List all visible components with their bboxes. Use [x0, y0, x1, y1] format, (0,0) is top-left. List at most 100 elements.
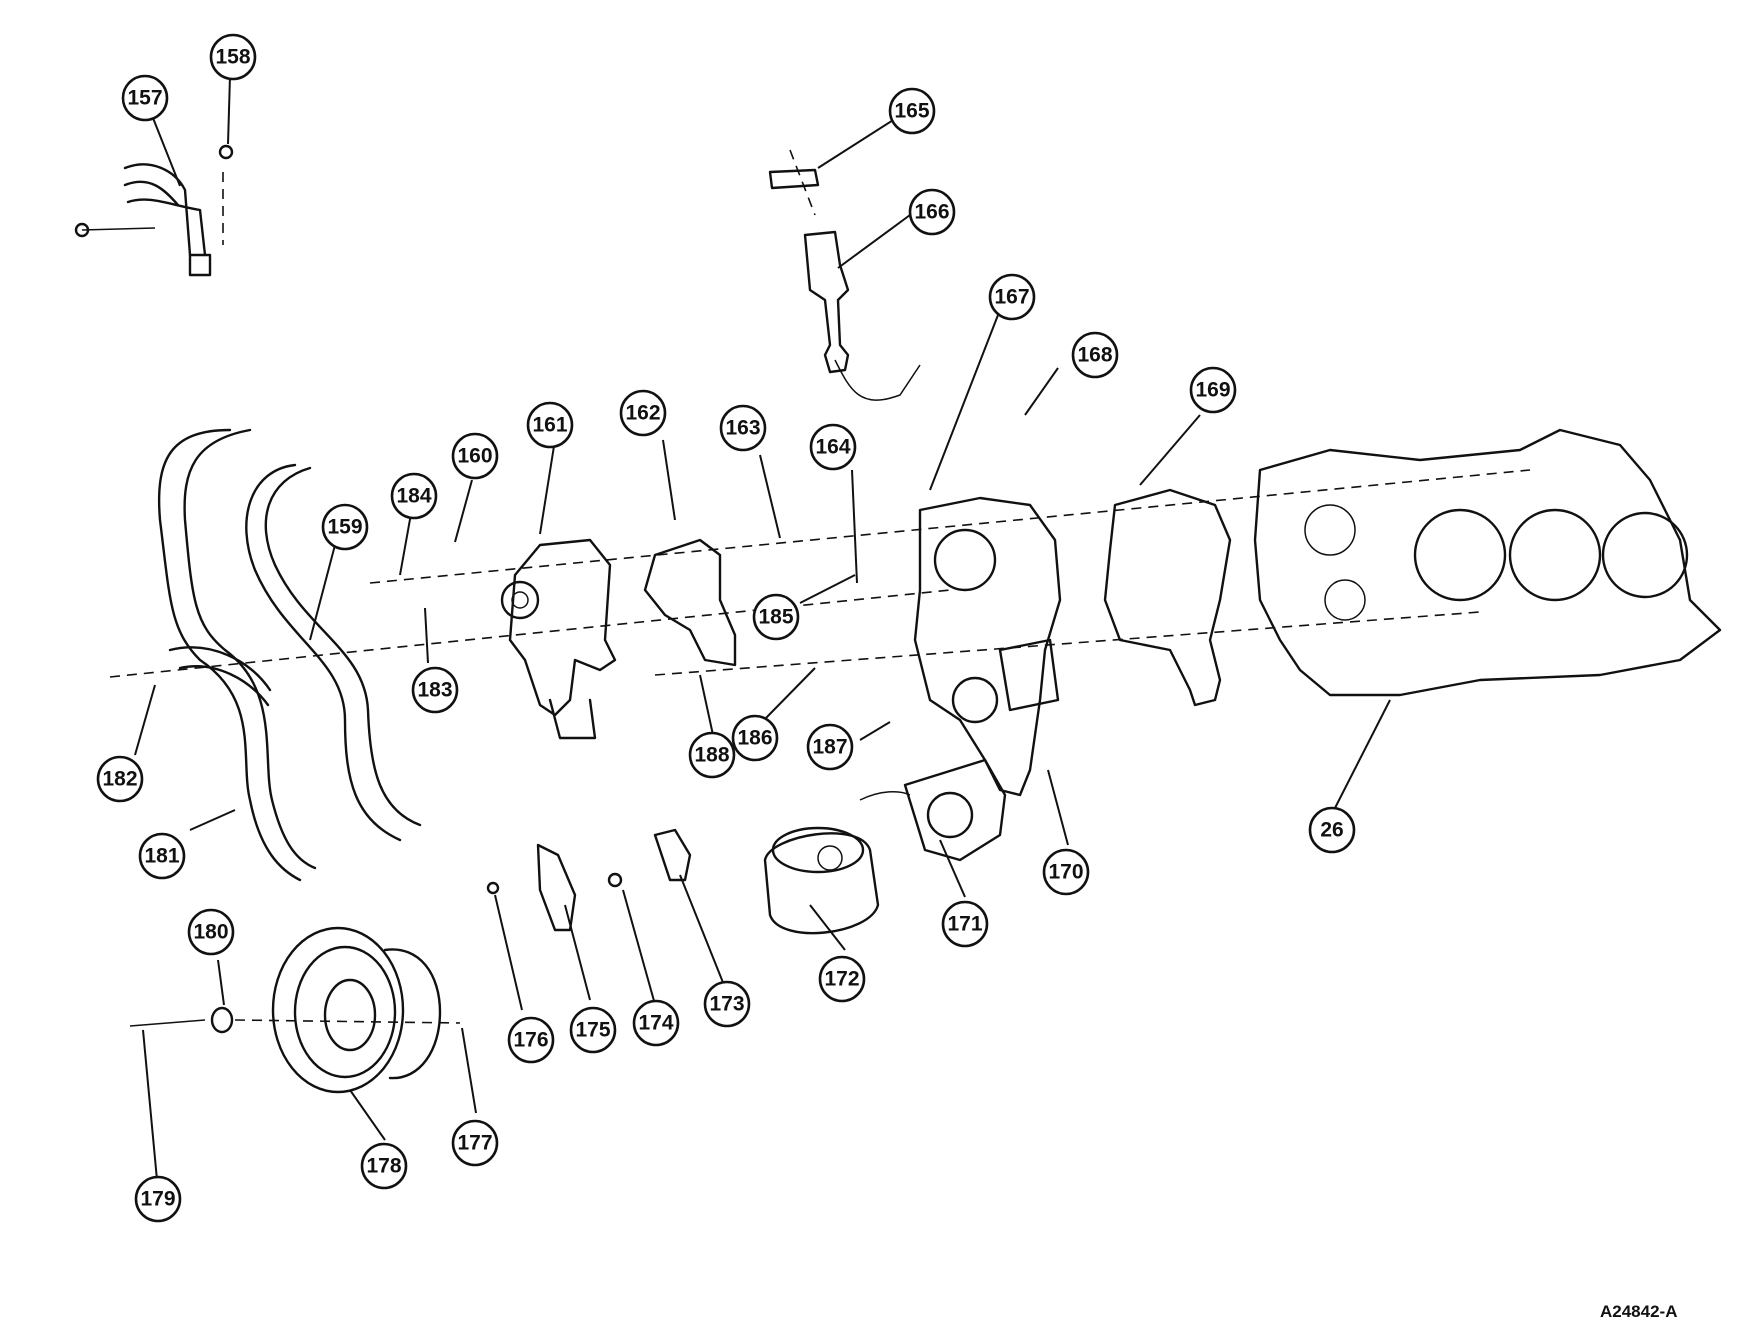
callout-label: 165 — [894, 100, 929, 123]
callout-circle — [134, 1175, 182, 1223]
callout-circle — [988, 273, 1036, 321]
callout-label: 169 — [1195, 379, 1230, 402]
callout-circle — [731, 714, 779, 762]
callout-label: 167 — [994, 286, 1029, 309]
front-cover-gasket-part — [1103, 488, 1232, 707]
callout-179: 179 — [134, 1175, 182, 1223]
callout-circle — [703, 980, 751, 1028]
callout-circle — [818, 955, 866, 1003]
callout-162: 162 — [619, 389, 667, 437]
callout-160: 160 — [451, 432, 499, 480]
callout-26: 26 — [1308, 806, 1356, 854]
callout-label: 185 — [758, 606, 793, 629]
callout-label: 173 — [709, 993, 744, 1016]
assembly-axes — [109, 149, 1531, 1024]
callout-181: 181 — [138, 832, 186, 880]
callout-label: 177 — [457, 1132, 492, 1155]
callout-circle — [1042, 848, 1090, 896]
callout-label: 187 — [812, 736, 847, 759]
callout-label: 182 — [102, 768, 137, 791]
callout-165: 165 — [888, 87, 936, 135]
callout-label: 186 — [737, 727, 772, 750]
oil-filter-part — [763, 826, 880, 935]
crankshaft-pulley-part — [129, 926, 442, 1094]
callout-177: 177 — [451, 1119, 499, 1167]
callout-161: 161 — [526, 401, 574, 449]
callout-circle — [1308, 806, 1356, 854]
callout-circle — [187, 908, 235, 956]
callout-leaders — [134, 75, 1391, 1181]
callout-circle — [806, 723, 854, 771]
callout-label: 181 — [144, 845, 179, 868]
sensor-bracket-parts — [486, 828, 692, 932]
callout-circle — [138, 832, 186, 880]
callout-circle — [908, 188, 956, 236]
callout-label: 178 — [366, 1155, 401, 1178]
callout-188: 188 — [688, 731, 736, 779]
callout-circle — [321, 503, 369, 551]
callout-label: 175 — [575, 1019, 610, 1042]
callout-168: 168 — [1071, 331, 1119, 379]
oil-cooler-part — [859, 758, 1007, 862]
callout-group: 157 158 159 160 161 162 163 164 165 166 167 168 169 2… — [96, 33, 1356, 1223]
camshaft-sensor-part — [768, 168, 921, 401]
callout-circle — [390, 472, 438, 520]
callout-185: 185 — [752, 593, 800, 641]
callout-label: 160 — [457, 445, 492, 468]
callout-183: 183 — [411, 666, 459, 714]
callout-172: 172 — [818, 955, 866, 1003]
callout-circle — [688, 731, 736, 779]
callout-circle — [121, 74, 169, 122]
callout-circle — [809, 423, 857, 471]
callout-159: 159 — [321, 503, 369, 551]
callout-circle — [752, 593, 800, 641]
callout-circle — [411, 666, 459, 714]
callout-178: 178 — [360, 1142, 408, 1190]
callout-circle — [632, 999, 680, 1047]
callout-label: 183 — [417, 679, 452, 702]
callout-circle — [888, 87, 936, 135]
callout-166: 166 — [908, 188, 956, 236]
callout-label: 161 — [532, 414, 567, 437]
callout-circle — [451, 432, 499, 480]
callout-circle — [96, 755, 144, 803]
callout-label: 172 — [824, 968, 859, 991]
cylinder-block-part — [1253, 428, 1722, 697]
callout-label: 163 — [725, 417, 760, 440]
callout-158: 158 — [209, 33, 257, 81]
callout-label: 179 — [140, 1188, 175, 1211]
callout-174: 174 — [632, 999, 680, 1047]
callout-164: 164 — [809, 423, 857, 471]
callout-184: 184 — [390, 472, 438, 520]
callout-label: 176 — [513, 1029, 548, 1052]
callout-circle — [526, 401, 574, 449]
callout-circle — [569, 1006, 617, 1054]
callout-label: 174 — [638, 1012, 673, 1035]
callout-label: 168 — [1077, 344, 1112, 367]
callout-circle — [1189, 366, 1237, 414]
callout-label: 157 — [127, 87, 162, 110]
callout-label: 184 — [396, 485, 431, 508]
callout-label: 158 — [215, 46, 250, 69]
callout-circle — [451, 1119, 499, 1167]
callout-circle — [719, 404, 767, 452]
callout-label: 164 — [815, 436, 850, 459]
callout-circle — [209, 33, 257, 81]
callout-173: 173 — [703, 980, 751, 1028]
callout-circle — [360, 1142, 408, 1190]
callout-176: 176 — [507, 1016, 555, 1064]
callout-label: 170 — [1048, 861, 1083, 884]
callout-label: 159 — [327, 516, 362, 539]
callout-169: 169 — [1189, 366, 1237, 414]
callout-circle — [941, 900, 989, 948]
callout-167: 167 — [988, 273, 1036, 321]
callout-circle — [619, 389, 667, 437]
water-pump-gasket-part — [643, 538, 737, 667]
callout-175: 175 — [569, 1006, 617, 1054]
water-pump-part — [500, 538, 617, 740]
callout-label: 26 — [1320, 819, 1343, 842]
callout-label: 162 — [625, 402, 660, 425]
callout-180: 180 — [187, 908, 235, 956]
callout-163: 163 — [719, 404, 767, 452]
